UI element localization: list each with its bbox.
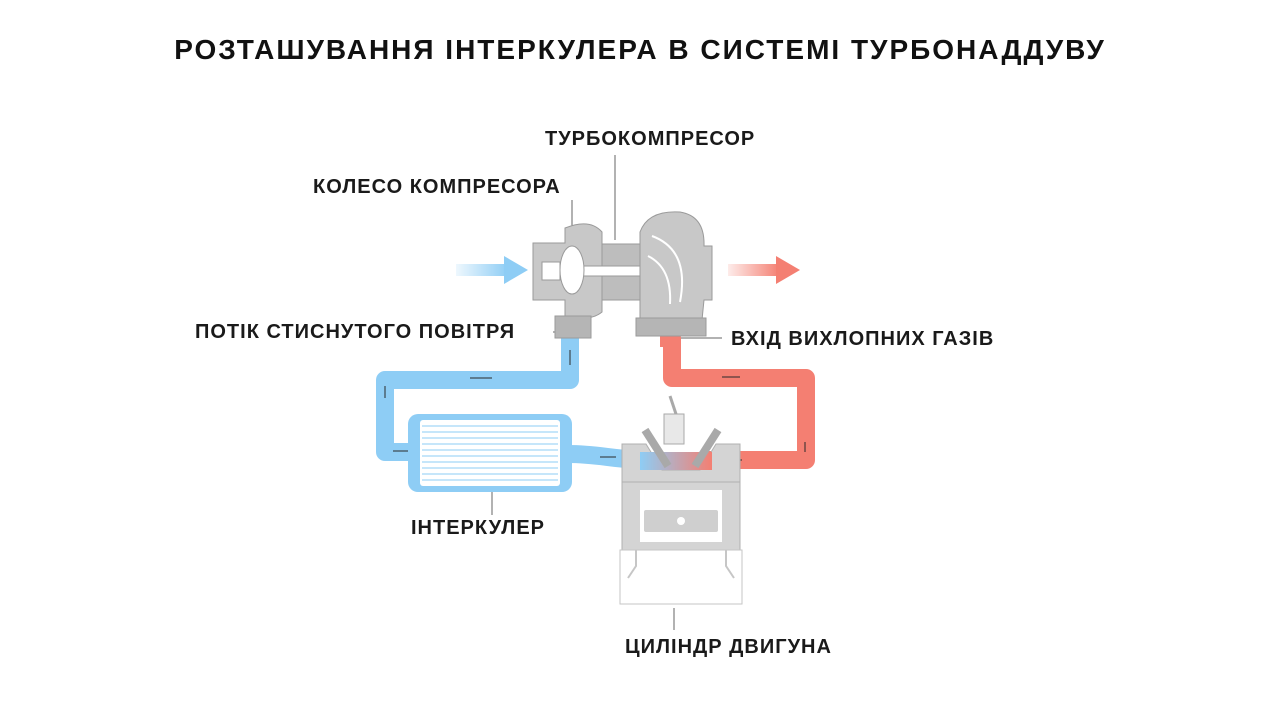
flow-marks bbox=[384, 350, 806, 461]
label-exhaust-inlet: ВХІД ВИХЛОПНИХ ГАЗІВ bbox=[731, 328, 995, 350]
exhaust-out-arrow bbox=[728, 256, 800, 284]
engine-cylinder-unit bbox=[619, 395, 743, 605]
label-turbocharger: ТУРБОКОМПРЕСОР bbox=[545, 128, 756, 150]
label-compressed-air-flow: ПОТІК СТИСНУТОГО ПОВІТРЯ bbox=[195, 321, 516, 343]
compressor-wheel bbox=[559, 245, 585, 295]
diagram-title: РОЗТАШУВАННЯ ІНТЕРКУЛЕРА В СИСТЕМІ ТУРБО… bbox=[174, 34, 1106, 65]
air-intake-arrow bbox=[456, 256, 528, 284]
turbocharger-unit bbox=[532, 211, 713, 339]
label-engine-cylinder: ЦИЛІНДР ДВИГУНА bbox=[625, 636, 832, 658]
exhaust-pipe bbox=[660, 329, 815, 469]
label-intercooler: ІНТЕРКУЛЕР bbox=[411, 517, 545, 539]
intercooler-unit bbox=[408, 414, 572, 492]
label-compressor-wheel: КОЛЕСО КОМПРЕСОРА bbox=[313, 176, 561, 198]
